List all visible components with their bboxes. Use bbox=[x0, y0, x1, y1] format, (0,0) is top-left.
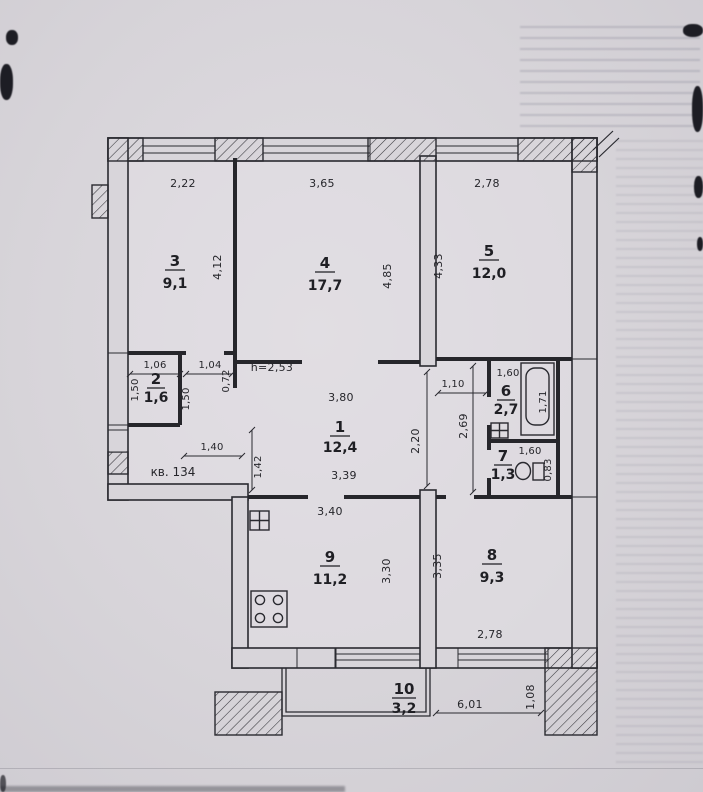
room-area: 3,2 bbox=[392, 701, 417, 717]
wall-ticks bbox=[108, 352, 597, 498]
wall-right bbox=[571, 137, 598, 669]
wall-pilaster-left bbox=[91, 184, 109, 219]
wall-center-lower bbox=[419, 489, 437, 669]
wall-block-bottom-left bbox=[214, 691, 283, 736]
room-area: 12,0 bbox=[472, 266, 507, 282]
scan-artifact bbox=[6, 30, 18, 45]
dim-label: 1,06 bbox=[143, 360, 166, 371]
dim-label: 1,50 bbox=[130, 378, 141, 401]
dimension-lines bbox=[126, 362, 545, 717]
dim-label: 4,12 bbox=[211, 254, 224, 280]
room-area: 2,7 bbox=[494, 402, 519, 418]
scan-streak-bottom bbox=[0, 786, 345, 792]
room-number: 2 bbox=[151, 370, 161, 388]
bathtub-icon bbox=[520, 362, 555, 436]
room-number: 7 bbox=[498, 447, 508, 465]
room-area: 12,4 bbox=[323, 440, 358, 456]
dim-label: 1,40 bbox=[200, 442, 223, 453]
entrance-door-jambs bbox=[108, 429, 128, 453]
dim-label: 1,50 bbox=[181, 387, 192, 410]
dimension-labels: 2,22 3,65 2,78 4,12 4,85 4,33 1,06 1,50 … bbox=[130, 177, 554, 711]
scan-artifact bbox=[697, 237, 703, 251]
room-area: 11,2 bbox=[313, 572, 348, 588]
apartment-interior bbox=[128, 161, 572, 648]
dim-label: 2,22 bbox=[170, 177, 196, 190]
dim-label: 3,35 bbox=[431, 553, 444, 579]
room-area: 9,1 bbox=[163, 276, 188, 292]
dim-label: 1,10 bbox=[441, 379, 464, 390]
corner-overshoot bbox=[592, 130, 620, 158]
ceiling-height-note: h=2,53 bbox=[251, 361, 293, 374]
balcony-outline bbox=[281, 668, 431, 717]
dim-label: 1,42 bbox=[253, 455, 264, 478]
dim-label: 2,20 bbox=[409, 428, 422, 454]
windows bbox=[142, 138, 549, 668]
dim-label: 1,08 bbox=[524, 684, 537, 710]
room-area: 1,3 bbox=[491, 467, 516, 483]
dim-label: 3,65 bbox=[309, 177, 335, 190]
fixtures bbox=[249, 362, 555, 628]
scan-artifact bbox=[683, 24, 703, 37]
dim-label: 6,01 bbox=[457, 698, 483, 711]
toilet-icon bbox=[514, 461, 545, 481]
dim-label: 1,04 bbox=[198, 360, 221, 371]
scan-artifact bbox=[692, 86, 703, 132]
hatched-piers bbox=[91, 137, 598, 736]
dim-label: 3,80 bbox=[328, 391, 354, 404]
wall-kitchen-left bbox=[231, 496, 249, 669]
dim-label: 4,33 bbox=[432, 253, 445, 279]
kitchen-sink-icon bbox=[249, 510, 270, 531]
dim-label: 1,71 bbox=[538, 390, 549, 413]
room-number: 1 bbox=[335, 418, 345, 436]
room-area: 1,6 bbox=[144, 390, 169, 406]
room-number: 6 bbox=[501, 382, 511, 400]
dim-label: 0,72 bbox=[221, 369, 232, 392]
room-number: 5 bbox=[484, 242, 494, 260]
dim-label: 2,78 bbox=[474, 177, 500, 190]
wall-bottom-left bbox=[107, 483, 249, 501]
scan-artifact bbox=[694, 176, 703, 198]
balcony-door-opening bbox=[297, 649, 335, 667]
apartment-number-label: кв. 134 bbox=[151, 465, 196, 479]
room-number: 9 bbox=[325, 548, 335, 566]
dim-label: 0,83 bbox=[543, 458, 554, 481]
dim-label: 2,69 bbox=[457, 413, 470, 439]
dim-label: 1,60 bbox=[496, 368, 519, 379]
room-number: 8 bbox=[487, 546, 497, 564]
wall-bottom bbox=[231, 647, 598, 669]
scan-artifact bbox=[0, 775, 6, 792]
fold-line bbox=[0, 768, 703, 769]
dim-label: 2,78 bbox=[477, 628, 503, 641]
entrance-door-opening bbox=[109, 430, 127, 452]
scan-artifact bbox=[0, 64, 13, 100]
dim-label: 3,39 bbox=[331, 469, 357, 482]
room-number: 10 bbox=[394, 680, 415, 698]
interior-partitions bbox=[128, 158, 572, 499]
wall-block-bottom-right bbox=[544, 647, 598, 736]
room-area: 9,3 bbox=[480, 570, 505, 586]
dim-label: 4,85 bbox=[381, 263, 394, 289]
bath-sink-icon bbox=[490, 422, 509, 439]
dim-label: 3,30 bbox=[380, 558, 393, 584]
room-area: 17,7 bbox=[308, 278, 343, 294]
room-number: 3 bbox=[170, 252, 180, 270]
entry-door-pier bbox=[107, 451, 129, 475]
dim-label: 3,40 bbox=[317, 505, 343, 518]
room-labels: 3 9,1 4 17,7 5 12,0 2 1,6 6 2,7 1 12,4 7 bbox=[144, 242, 519, 717]
dim-label: 1,60 bbox=[518, 446, 541, 457]
stove-icon bbox=[250, 590, 288, 628]
room-number: 4 bbox=[320, 254, 330, 272]
